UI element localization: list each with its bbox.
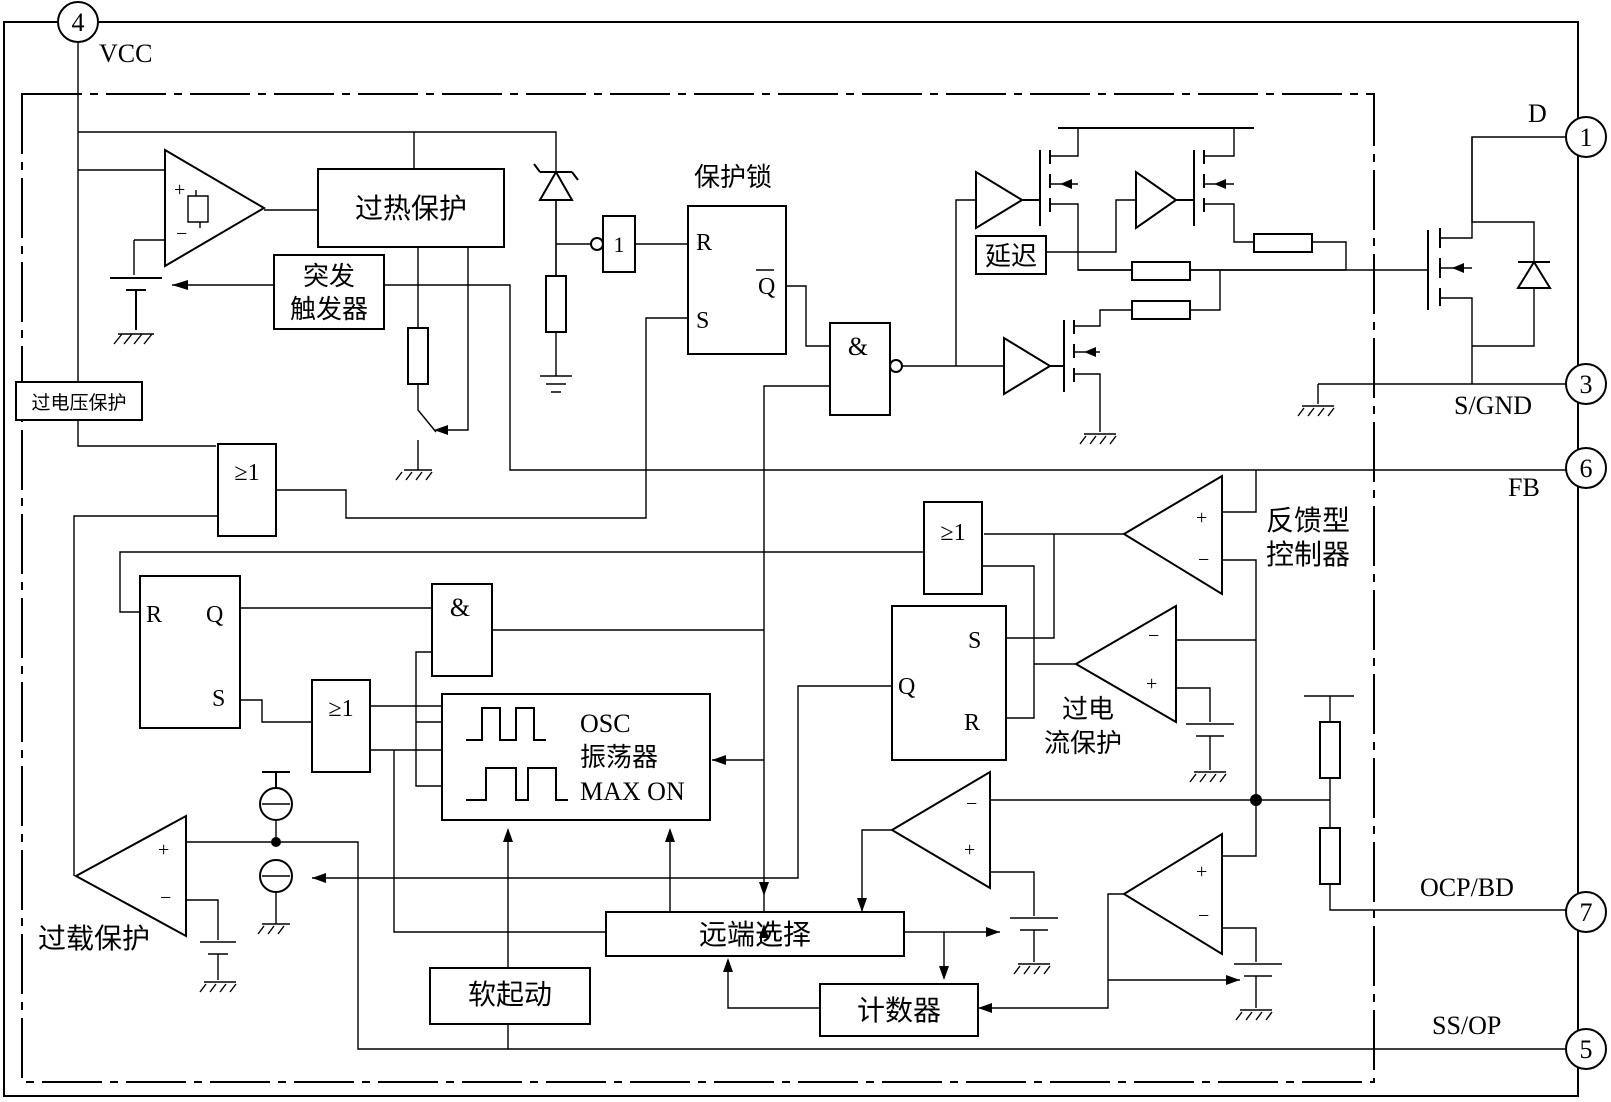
or-gate-overload (311, 679, 371, 773)
svg-text:≥1: ≥1 (940, 520, 965, 546)
ocp-comparator: − + (1074, 604, 1177, 724)
svg-text:+: + (158, 839, 169, 861)
svg-text:4: 4 (72, 8, 85, 37)
svg-text:+: + (1146, 673, 1157, 695)
svg-text:Q: Q (206, 602, 223, 628)
power-mosfet (1427, 136, 1566, 384)
svg-text:保护锁: 保护锁 (694, 163, 772, 193)
svg-text:计数器: 计数器 (857, 994, 941, 1027)
osc-waveform-icon (466, 707, 546, 741)
svg-text:Q: Q (758, 274, 775, 300)
pin-5: 5 SS/OP (1432, 1011, 1607, 1070)
overvoltage-protection-block (15, 381, 143, 421)
driver-buffer-1 (975, 170, 1024, 230)
svg-text:OSC: OSC (580, 709, 631, 738)
remote-select-block (605, 911, 905, 957)
svg-text:&: & (450, 593, 470, 622)
svg-text:1: 1 (614, 232, 625, 257)
svg-text:+: + (174, 179, 185, 201)
svg-text:过热保护: 过热保护 (355, 192, 467, 225)
fb-line (384, 284, 1566, 471)
svg-text:突发: 突发 (303, 262, 355, 292)
svg-text:S: S (968, 628, 981, 654)
svg-text:延迟: 延迟 (985, 242, 1037, 272)
svg-text:FB: FB (1508, 473, 1540, 502)
pin-4: 4 VCC (57, 1, 152, 68)
overheat-comparator: + − (164, 148, 266, 268)
overload-comparator: + − (73, 814, 187, 938)
svg-text:OCP/BD: OCP/BD (1420, 873, 1514, 902)
svg-text:3: 3 (1580, 370, 1593, 399)
maxon-waveform-icon (466, 767, 568, 801)
svg-text:Q: Q (898, 674, 915, 700)
pin-7: 7 OCP/BD (1420, 873, 1607, 933)
svg-text:远端选择: 远端选择 (699, 918, 811, 951)
svg-text:S: S (696, 308, 709, 334)
overload-and-gate (431, 583, 493, 677)
soft-start-block (429, 967, 591, 1025)
pin-3: 3 S/GND (1454, 363, 1607, 420)
svg-text:+: + (1196, 507, 1207, 529)
overload-flipflop (139, 575, 241, 729)
svg-text:1: 1 (1580, 123, 1593, 152)
delay-block (975, 235, 1047, 275)
svg-text:软起动: 软起动 (468, 978, 552, 1011)
control-boundary (21, 93, 1375, 1083)
svg-text:流保护: 流保护 (1044, 729, 1122, 759)
remote-comparator: − + (890, 770, 991, 890)
svg-text:反馈型: 反馈型 (1266, 504, 1350, 537)
svg-text:−: − (966, 793, 977, 815)
svg-text:R: R (696, 230, 712, 256)
svg-text:+: + (1196, 861, 1207, 883)
svg-text:R: R (146, 602, 162, 628)
svg-text:&: & (848, 332, 868, 361)
svg-text:−: − (1198, 905, 1209, 927)
ocp-flipflop (891, 605, 1007, 761)
pin-6: 6 FB (1508, 447, 1607, 502)
or-gate-overvoltage (217, 443, 277, 537)
svg-text:VCC: VCC (99, 39, 152, 68)
svg-text:≥1: ≥1 (328, 696, 353, 722)
svg-text:MAX ON: MAX ON (580, 777, 685, 806)
svg-text:过电压保护: 过电压保护 (31, 392, 126, 414)
burst-trigger-block (273, 254, 385, 330)
driver-buffer-3 (1135, 170, 1178, 230)
or-gate-feedback (923, 501, 983, 595)
svg-text:5: 5 (1580, 1035, 1593, 1064)
main-and-gate (829, 322, 891, 416)
svg-text:振荡器: 振荡器 (580, 743, 658, 773)
svg-text:≥1: ≥1 (234, 460, 259, 486)
svg-text:S/GND: S/GND (1454, 391, 1532, 420)
svg-text:−: − (176, 223, 187, 245)
svg-text:过载保护: 过载保护 (38, 922, 150, 955)
svg-text:−: − (160, 887, 171, 909)
svg-text:过电: 过电 (1062, 695, 1114, 725)
svg-text:控制器: 控制器 (1266, 538, 1350, 571)
chip-outline (3, 21, 1579, 1097)
pin-1: 1 D (1528, 99, 1607, 158)
svg-text:+: + (964, 839, 975, 861)
svg-text:S: S (212, 686, 225, 712)
protection-latch (687, 205, 787, 355)
feedback-comparator: + − (1122, 474, 1223, 596)
driver-buffer-2 (1003, 336, 1052, 396)
vcc-rail (77, 42, 216, 447)
counter-comparator: + − (1122, 832, 1223, 956)
svg-text:6: 6 (1580, 454, 1593, 483)
svg-text:触发器: 触发器 (290, 295, 368, 325)
svg-text:−: − (1198, 549, 1209, 571)
svg-text:7: 7 (1580, 898, 1593, 927)
svg-text:R: R (964, 710, 980, 736)
svg-text:D: D (1528, 99, 1547, 128)
overheat-protection-block (317, 168, 505, 248)
svg-text:−: − (1148, 625, 1159, 647)
svg-text:SS/OP: SS/OP (1432, 1011, 1501, 1040)
counter-block (819, 983, 979, 1037)
inverter-gate (602, 215, 636, 273)
